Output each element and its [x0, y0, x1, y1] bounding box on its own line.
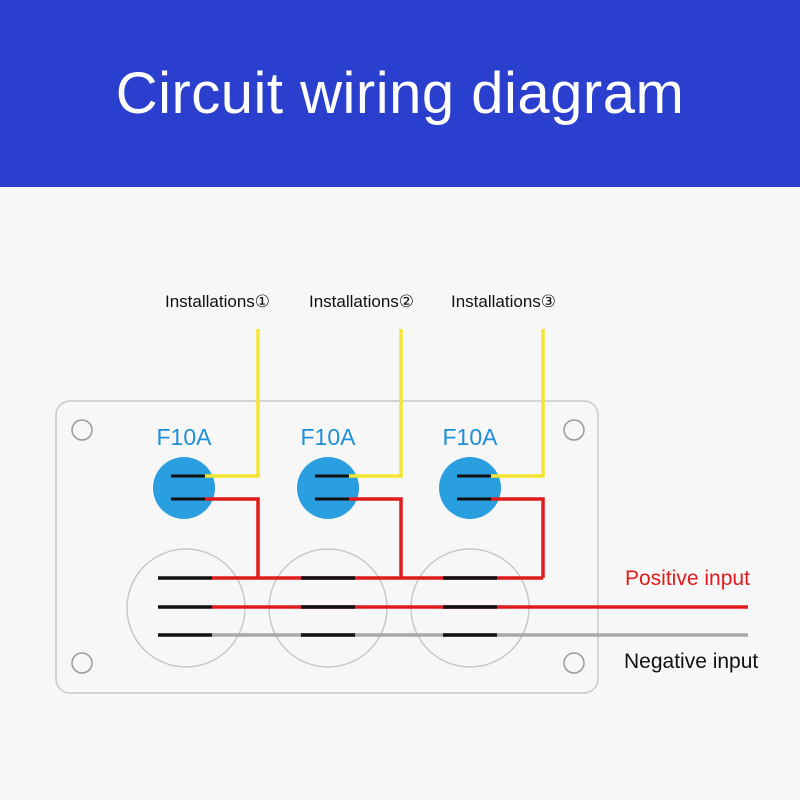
installation-label-1: Installations① [165, 292, 270, 311]
mounting-hole-bottom-left [71, 652, 93, 674]
fuse-terminals [171, 474, 491, 501]
fuse-cap-2 [297, 457, 359, 519]
fuse-cap-3 [439, 457, 501, 519]
fuse-feed-wire-1 [203, 497, 260, 578]
installation-label-3: Installations③ [451, 292, 556, 311]
positive-input-label: Positive input [625, 567, 750, 590]
fuse-cap-1 [153, 457, 215, 519]
fuse-feed-wire-3 [489, 497, 545, 578]
mounting-hole-bottom-right [563, 652, 585, 674]
signal-wire-3 [489, 329, 545, 478]
fuse-label-2: F10A [301, 424, 357, 450]
page-title: Circuit wiring diagram [115, 61, 685, 126]
switch-terminals [158, 576, 497, 637]
wiring-diagram: Installations① Installations② Installati… [55, 292, 758, 694]
fuse-label-3: F10A [443, 424, 499, 450]
title-banner: Circuit wiring diagram [0, 0, 800, 187]
fuse-feed-wire-2 [347, 497, 403, 578]
negative-input-label: Negative input [624, 650, 758, 673]
signal-wire-2 [347, 329, 403, 478]
mounting-hole-top-left [71, 419, 93, 441]
fuse-label-1: F10A [157, 424, 213, 450]
signal-wires [203, 329, 545, 478]
mounting-hole-top-right [563, 419, 585, 441]
signal-wire-1 [203, 329, 260, 478]
installation-label-2: Installations② [309, 292, 414, 311]
